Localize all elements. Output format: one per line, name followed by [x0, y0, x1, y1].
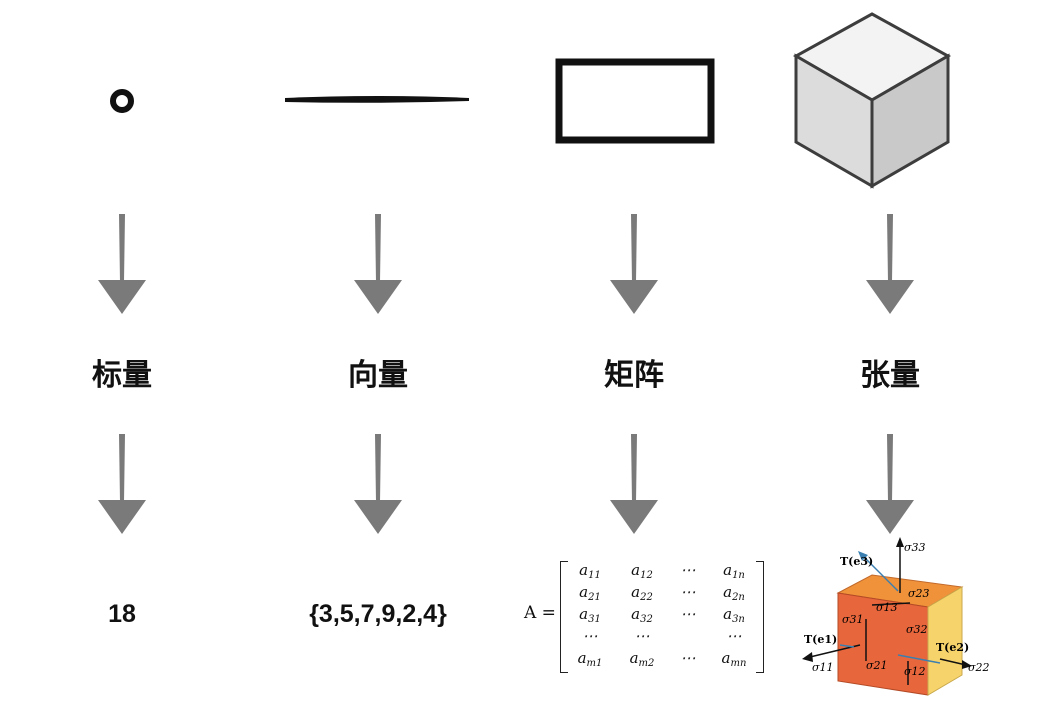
matrix-entry: am1	[564, 649, 616, 671]
stress-tensor-cube: σ33 T(e3) σ23 σ13 σ31 σ32 T(e1) T(e2) σ2…	[802, 537, 990, 696]
column-vector: 向量 {3,5,7,9,2,4}	[258, 0, 498, 708]
matrix-entry-base: a	[579, 583, 589, 601]
example-scalar: 18	[108, 600, 136, 628]
column-scalar: 标量 18	[2, 0, 242, 708]
t2-label: T(e2)	[936, 641, 969, 654]
matrix-entry-base: ⋯	[680, 649, 696, 667]
sigma13-label: σ13	[876, 601, 898, 614]
matrix-entry-base: ⋯	[726, 627, 742, 645]
matrix-entry-subscript: 31	[588, 614, 601, 625]
matrix-entry: a12	[616, 561, 668, 583]
matrix-entry-base: a	[579, 605, 589, 623]
t3-label: T(e3)	[840, 555, 873, 568]
matrix-bracket-right	[756, 561, 764, 673]
matrix-entry: a31	[564, 605, 616, 627]
matrix-entry	[668, 627, 708, 649]
down-arrow-icon	[98, 434, 146, 534]
down-arrow-icon	[610, 214, 658, 314]
label-tensor: 张量	[860, 358, 920, 393]
matrix-entry-base: a	[723, 561, 733, 579]
t1-label: T(e1)	[804, 633, 837, 646]
matrix-entry: ⋯	[564, 627, 616, 649]
matrix-entry-base: a	[579, 561, 589, 579]
matrix-entry: a21	[564, 583, 616, 605]
matrix-lhs: A =	[524, 603, 556, 623]
down-arrow-icon	[354, 434, 402, 534]
down-arrow-icon	[866, 214, 914, 314]
matrix-bracket-left	[560, 561, 568, 673]
down-arrow-icon	[866, 434, 914, 534]
sigma33-label: σ33	[904, 541, 926, 554]
sigma21-label: σ21	[866, 659, 888, 672]
matrix-entry-base: a	[723, 583, 733, 601]
column-matrix: 矩阵	[514, 0, 754, 708]
matrix-entry-base: a	[721, 649, 731, 667]
matrix-entry-subscript: 22	[640, 592, 653, 603]
matrix-entry-base: ⋯	[680, 605, 696, 623]
vector-line-icon	[285, 96, 469, 103]
matrix-entry-subscript: 12	[640, 570, 653, 581]
matrix-entry: a1n	[708, 561, 760, 583]
sigma31-label: σ31	[842, 613, 864, 626]
matrix-entry-subscript: 11	[588, 570, 601, 581]
matrix-entry-subscript: 2n	[732, 592, 745, 603]
matrix-entry: am2	[616, 649, 668, 671]
sigma11-label: σ11	[812, 661, 834, 674]
cube-icon	[792, 12, 952, 189]
matrix-entry-base: ⋯	[582, 627, 598, 645]
column-tensor: 张量	[770, 0, 1010, 708]
down-arrow-icon	[98, 214, 146, 314]
matrix-entry-subscript: 21	[588, 592, 601, 603]
matrix-entry: amn	[708, 649, 760, 671]
sigma23-label: σ23	[908, 587, 930, 600]
matrix-entry-base: a	[631, 605, 641, 623]
matrix-entry: a22	[616, 583, 668, 605]
matrix-entry-base: ⋯	[634, 627, 650, 645]
matrix-entry: ⋯	[668, 605, 708, 627]
matrix-entry-base: a	[631, 561, 641, 579]
matrix-entry-subscript: m2	[638, 658, 655, 669]
sigma22-label: σ22	[968, 661, 990, 674]
sigma32-label: σ32	[906, 623, 928, 636]
matrix-entry-base: ⋯	[680, 583, 696, 601]
matrix-entry-subscript: m1	[586, 658, 603, 669]
matrix-entry: ⋯	[668, 583, 708, 605]
example-vector: {3,5,7,9,2,4}	[309, 600, 447, 628]
label-vector: 向量	[348, 358, 408, 393]
down-arrow-icon	[610, 434, 658, 534]
matrix-rectangle-icon	[555, 58, 715, 144]
sigma12-label: σ12	[904, 665, 926, 678]
matrix-entry-subscript: 32	[640, 614, 653, 625]
matrix-entry: ⋯	[708, 627, 760, 649]
matrix-entry-base: a	[631, 583, 641, 601]
matrix-entry-subscript: mn	[730, 658, 747, 669]
matrix-entry: a2n	[708, 583, 760, 605]
matrix-entry-base: ⋯	[680, 561, 696, 579]
matrix-entry: ⋯	[668, 561, 708, 583]
matrix-entry-subscript: 3n	[732, 614, 745, 625]
label-scalar: 标量	[92, 358, 152, 393]
matrix-entry: a32	[616, 605, 668, 627]
matrix-entry: ⋯	[616, 627, 668, 649]
matrix-entry-base: a	[723, 605, 733, 623]
matrix-entry-base: a	[577, 649, 587, 667]
matrix-entry-subscript: 1n	[732, 570, 745, 581]
down-arrow-icon	[354, 214, 402, 314]
label-matrix: 矩阵	[604, 358, 664, 393]
matrix-entry-base: a	[629, 649, 639, 667]
matrix-entry: a11	[564, 561, 616, 583]
scalar-dot-icon	[110, 89, 134, 113]
matrix-entry: ⋯	[668, 649, 708, 671]
matrix-entry: a3n	[708, 605, 760, 627]
